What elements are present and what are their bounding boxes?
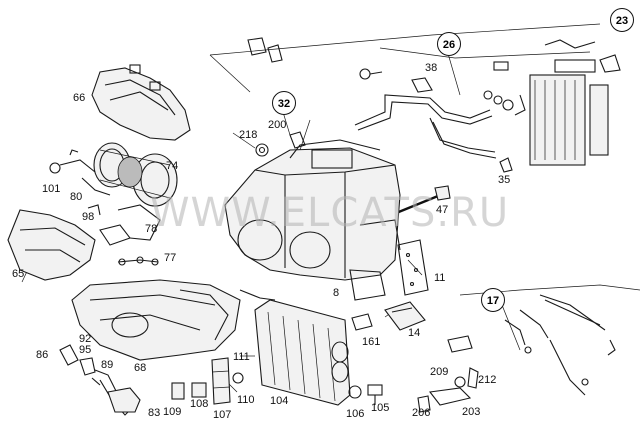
sensor-47 bbox=[434, 185, 451, 201]
label-95[interactable]: 95 bbox=[79, 344, 92, 356]
label-111[interactable]: 111 bbox=[233, 351, 250, 363]
label-11[interactable]: 11 bbox=[434, 272, 446, 284]
parts-105 bbox=[348, 384, 383, 405]
label-47[interactable]: 47 bbox=[436, 204, 449, 216]
label-8[interactable]: 8 bbox=[333, 287, 340, 299]
parts-200 bbox=[255, 131, 306, 157]
label-110[interactable]: 110 bbox=[237, 394, 255, 406]
label-105[interactable]: 105 bbox=[371, 402, 390, 414]
label-66[interactable]: 66 bbox=[73, 92, 86, 104]
label-106[interactable]: 106 bbox=[346, 408, 365, 420]
label-107[interactable]: 107 bbox=[213, 409, 232, 421]
cables-17 bbox=[504, 294, 616, 396]
housing-68 bbox=[71, 279, 241, 361]
gasket-11 bbox=[397, 239, 429, 296]
watermark: WWW.ELCATS.RU bbox=[150, 190, 510, 236]
housing-66 bbox=[91, 64, 191, 141]
parts-107 bbox=[171, 357, 244, 405]
label-212[interactable]: 212 bbox=[478, 374, 497, 386]
parts-203 bbox=[417, 335, 479, 413]
label-218[interactable]: 218 bbox=[239, 129, 258, 141]
pipes-38 bbox=[247, 37, 513, 173]
label-203[interactable]: 203 bbox=[462, 406, 481, 418]
radiator-23 bbox=[514, 39, 621, 166]
label-35[interactable]: 35 bbox=[498, 174, 511, 186]
label-14[interactable]: 14 bbox=[408, 327, 421, 339]
callout-17[interactable]: 17 bbox=[481, 288, 505, 312]
evaporator-box-8 bbox=[224, 139, 401, 301]
callout-26[interactable]: 26 bbox=[437, 32, 461, 56]
label-74[interactable]: 74 bbox=[166, 160, 179, 172]
label-38[interactable]: 38 bbox=[425, 62, 438, 74]
linkage-77 bbox=[117, 256, 159, 266]
label-209[interactable]: 209 bbox=[430, 366, 449, 378]
label-101[interactable]: 101 bbox=[42, 183, 61, 195]
label-206[interactable]: 206 bbox=[412, 407, 431, 419]
label-89[interactable]: 89 bbox=[101, 359, 114, 371]
parts-83 bbox=[59, 344, 141, 416]
blower-74 bbox=[93, 142, 178, 207]
label-65[interactable]: 65 bbox=[12, 268, 25, 280]
label-86[interactable]: 86 bbox=[36, 349, 49, 361]
label-78[interactable]: 78 bbox=[145, 223, 158, 235]
heater-core-104 bbox=[254, 299, 351, 406]
label-161[interactable]: 161 bbox=[362, 336, 381, 348]
label-200[interactable]: 200 bbox=[268, 119, 287, 131]
label-104[interactable]: 104 bbox=[270, 395, 289, 407]
label-109[interactable]: 109 bbox=[163, 406, 182, 418]
hardware-26 bbox=[483, 61, 514, 111]
callout-23[interactable]: 23 bbox=[610, 8, 634, 32]
label-80[interactable]: 80 bbox=[70, 191, 83, 203]
label-98[interactable]: 98 bbox=[82, 211, 95, 223]
parts-14 bbox=[351, 301, 426, 331]
parts-78 bbox=[87, 204, 161, 246]
label-92[interactable]: 92 bbox=[79, 333, 92, 345]
callout-32[interactable]: 32 bbox=[272, 91, 296, 115]
label-77[interactable]: 77 bbox=[164, 252, 177, 264]
housing-65 bbox=[7, 209, 96, 281]
label-108[interactable]: 108 bbox=[190, 398, 209, 410]
wiring-80 bbox=[49, 149, 111, 196]
label-68[interactable]: 68 bbox=[134, 362, 147, 374]
label-83[interactable]: 83 bbox=[148, 407, 161, 419]
